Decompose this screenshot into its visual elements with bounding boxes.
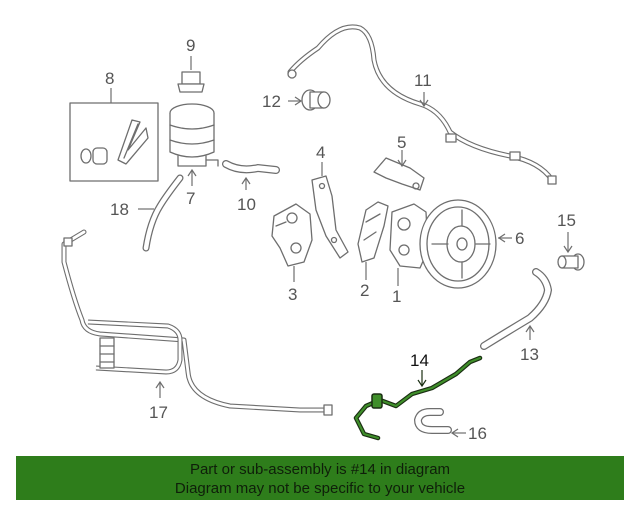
callout-18: 18 — [110, 200, 129, 219]
callout-6: 6 — [515, 229, 524, 248]
part-9-cap — [177, 71, 205, 93]
callout-17: 17 — [149, 403, 168, 422]
part-18-hose — [142, 174, 184, 252]
info-banner: Part or sub-assembly is #14 in diagram D… — [16, 456, 624, 500]
callout-1: 1 — [392, 287, 401, 306]
part-17-cooler-line — [61, 229, 333, 416]
banner-line-1: Part or sub-assembly is #14 in diagram — [189, 461, 451, 478]
part-5-bracket — [373, 157, 425, 191]
part-8-kit-box — [69, 102, 159, 182]
part-7-reservoir — [169, 103, 219, 167]
part-6-pulley — [419, 199, 497, 289]
part-2-bracket — [357, 201, 389, 263]
callout-12: 12 — [262, 92, 281, 111]
part-3-mount-bracket — [271, 203, 313, 267]
part-14-highlighted-hose[interactable] — [353, 355, 483, 441]
callout-10: 10 — [237, 195, 256, 214]
part-12-grommet — [301, 89, 331, 111]
callout-7: 7 — [186, 189, 195, 208]
callout-4: 4 — [316, 143, 325, 162]
callout-11: 11 — [414, 71, 432, 90]
part-4-bracket — [311, 175, 349, 259]
callout-9: 9 — [186, 36, 195, 55]
callout-2: 2 — [360, 281, 369, 300]
callout-5: 5 — [397, 133, 406, 152]
callout-3: 3 — [288, 285, 297, 304]
parts-diagram: 1 2 3 4 5 6 7 8 9 10 11 12 13 14 15 16 1… — [61, 24, 585, 443]
callout-16: 16 — [468, 424, 487, 443]
callout-8: 8 — [105, 69, 114, 88]
callout-15: 15 — [557, 211, 576, 230]
callout-14: 14 — [410, 351, 429, 370]
part-15-fitting — [557, 253, 585, 271]
banner-line-2: Diagram may not be specific to your vehi… — [174, 480, 466, 497]
callout-13: 13 — [520, 345, 539, 364]
part-11-pressure-line — [287, 24, 557, 185]
